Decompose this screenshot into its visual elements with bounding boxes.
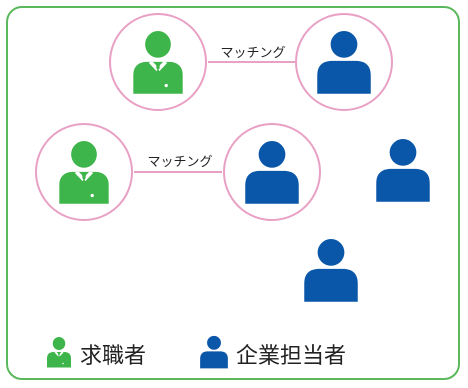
- legend-job-seeker: 求職者: [44, 335, 146, 373]
- legend-job-seeker-label: 求職者: [80, 344, 147, 369]
- company-rep-icon: [304, 239, 358, 302]
- person-icon: [200, 335, 228, 369]
- match-label: マッチング: [220, 46, 285, 61]
- legend-company-rep: 企業担当者: [198, 335, 346, 373]
- person-with-tie-icon: [47, 337, 71, 368]
- legend-company-rep-label: 企業担当者: [236, 344, 347, 369]
- match-label: マッチング: [147, 155, 212, 170]
- legend: 求職者 企業担当者: [44, 330, 346, 378]
- company-rep-icon: [376, 139, 430, 202]
